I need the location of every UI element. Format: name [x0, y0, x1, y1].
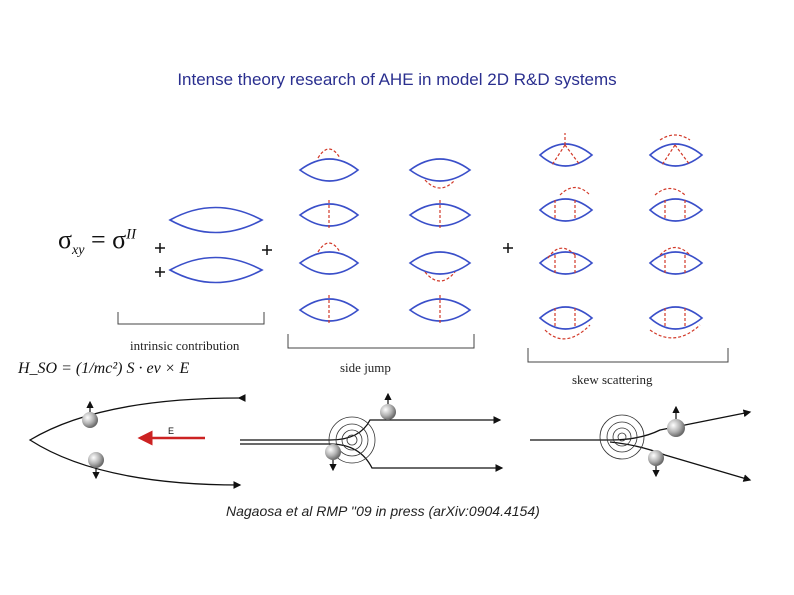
electron-ball-side-top — [380, 404, 396, 420]
spin-arrows-side — [329, 392, 392, 472]
side-jump-label: side jump — [340, 360, 391, 375]
side-jump-bubbles — [298, 158, 472, 322]
spin-arrows-skew — [652, 405, 680, 478]
skew-scattering-label: skew scattering — [572, 372, 653, 387]
skew-dashed — [544, 133, 701, 340]
side-jump-potential — [328, 416, 376, 464]
electron-ball-skew-top — [667, 419, 685, 437]
intrinsic-bubbles — [168, 206, 264, 284]
skew-bubbles — [538, 143, 704, 330]
citation: Nagaosa et al RMP ''09 in press (arXiv:0… — [226, 503, 540, 519]
electric-field-label: E — [168, 426, 175, 436]
intrinsic-trajectories — [28, 394, 246, 489]
skew-trajectories — [530, 409, 752, 482]
electron-ball-top-left — [82, 412, 98, 428]
sigma-symbol-2: σ — [112, 225, 127, 254]
sigma-xy-formula: σxy = σII — [58, 225, 136, 259]
electron-ball-side-bottom — [325, 444, 341, 460]
plus-signs-main — [503, 243, 513, 253]
electron-ball-skew-bottom — [648, 450, 664, 466]
electron-ball-bottom-left — [88, 452, 104, 468]
sigma-symbol: σ — [58, 225, 73, 254]
side-jump-dashed — [317, 148, 456, 325]
spin-orbit-hamiltonian: H_SO = (1/mc²) S · ev × E — [18, 360, 190, 377]
spin-arrows-left — [86, 400, 100, 480]
plus-signs-intrinsic — [155, 243, 272, 277]
slide-title: Intense theory research of AHE in model … — [177, 70, 617, 89]
side-jump-trajectories — [240, 416, 504, 472]
sigma-superscript: II — [126, 226, 137, 243]
sigma-subscript: xy — [72, 243, 85, 259]
brackets — [117, 312, 729, 363]
intrinsic-label: intrinsic contribution — [130, 338, 240, 353]
equals-sign: = — [84, 225, 113, 254]
skew-potential — [599, 414, 645, 460]
